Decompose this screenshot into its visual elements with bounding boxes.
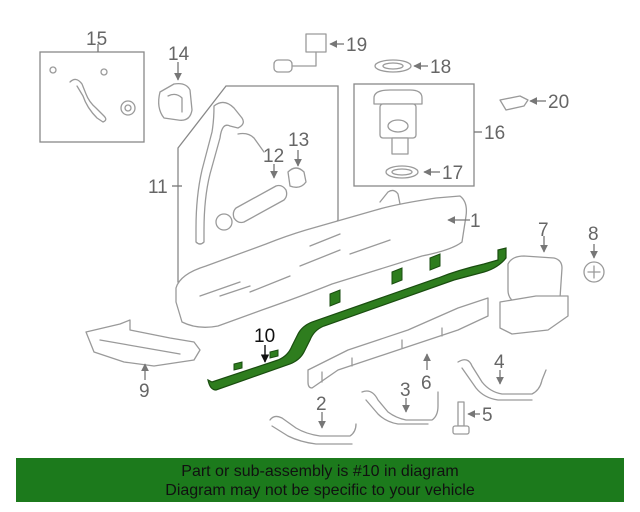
callout-18: 18 [430, 57, 451, 78]
part-1-tank [175, 189, 470, 328]
part-4-strap [457, 359, 547, 401]
callout-3: 3 [400, 380, 411, 401]
part-2-strap [269, 412, 357, 445]
banner-line-1: Part or sub-assembly is #10 in diagram [181, 463, 459, 480]
banner-line-2: Diagram may not be specific to your vehi… [165, 482, 475, 499]
callout-2: 2 [316, 394, 327, 415]
callout-16: 16 [484, 123, 505, 144]
part-20 [499, 95, 546, 111]
part-5-bolt [452, 401, 480, 435]
callout-5: 5 [482, 405, 493, 426]
part-16-box [353, 83, 482, 187]
part-3-strap [361, 390, 439, 425]
callout-12: 12 [263, 146, 284, 167]
part-18 [374, 59, 428, 73]
part-9-shield [85, 319, 201, 380]
callout-13: 13 [288, 130, 309, 151]
part-14 [158, 62, 193, 121]
callout-17: 17 [442, 163, 463, 184]
part-10-highlighted [207, 247, 507, 391]
callout-7: 7 [538, 220, 549, 241]
callout-6: 6 [421, 373, 432, 394]
part-19 [273, 33, 344, 73]
parts-diagram: 1 2 3 4 5 6 7 8 9 10 11 12 13 14 15 16 1… [39, 29, 605, 445]
callout-14: 14 [168, 44, 190, 65]
part-15-box [39, 44, 145, 143]
callout-1: 1 [470, 211, 481, 232]
callout-8: 8 [588, 224, 599, 245]
part-7 [499, 236, 569, 335]
callout-20: 20 [548, 92, 569, 113]
callout-9: 9 [139, 381, 150, 402]
part-6-bracket [307, 297, 489, 389]
callout-4: 4 [494, 352, 505, 373]
callout-15: 15 [86, 29, 107, 50]
info-banner: Part or sub-assembly is #10 in diagram D… [16, 458, 624, 502]
part-8 [583, 244, 605, 283]
callout-19: 19 [346, 35, 367, 56]
callout-11: 11 [148, 177, 168, 198]
callout-10: 10 [254, 326, 275, 347]
